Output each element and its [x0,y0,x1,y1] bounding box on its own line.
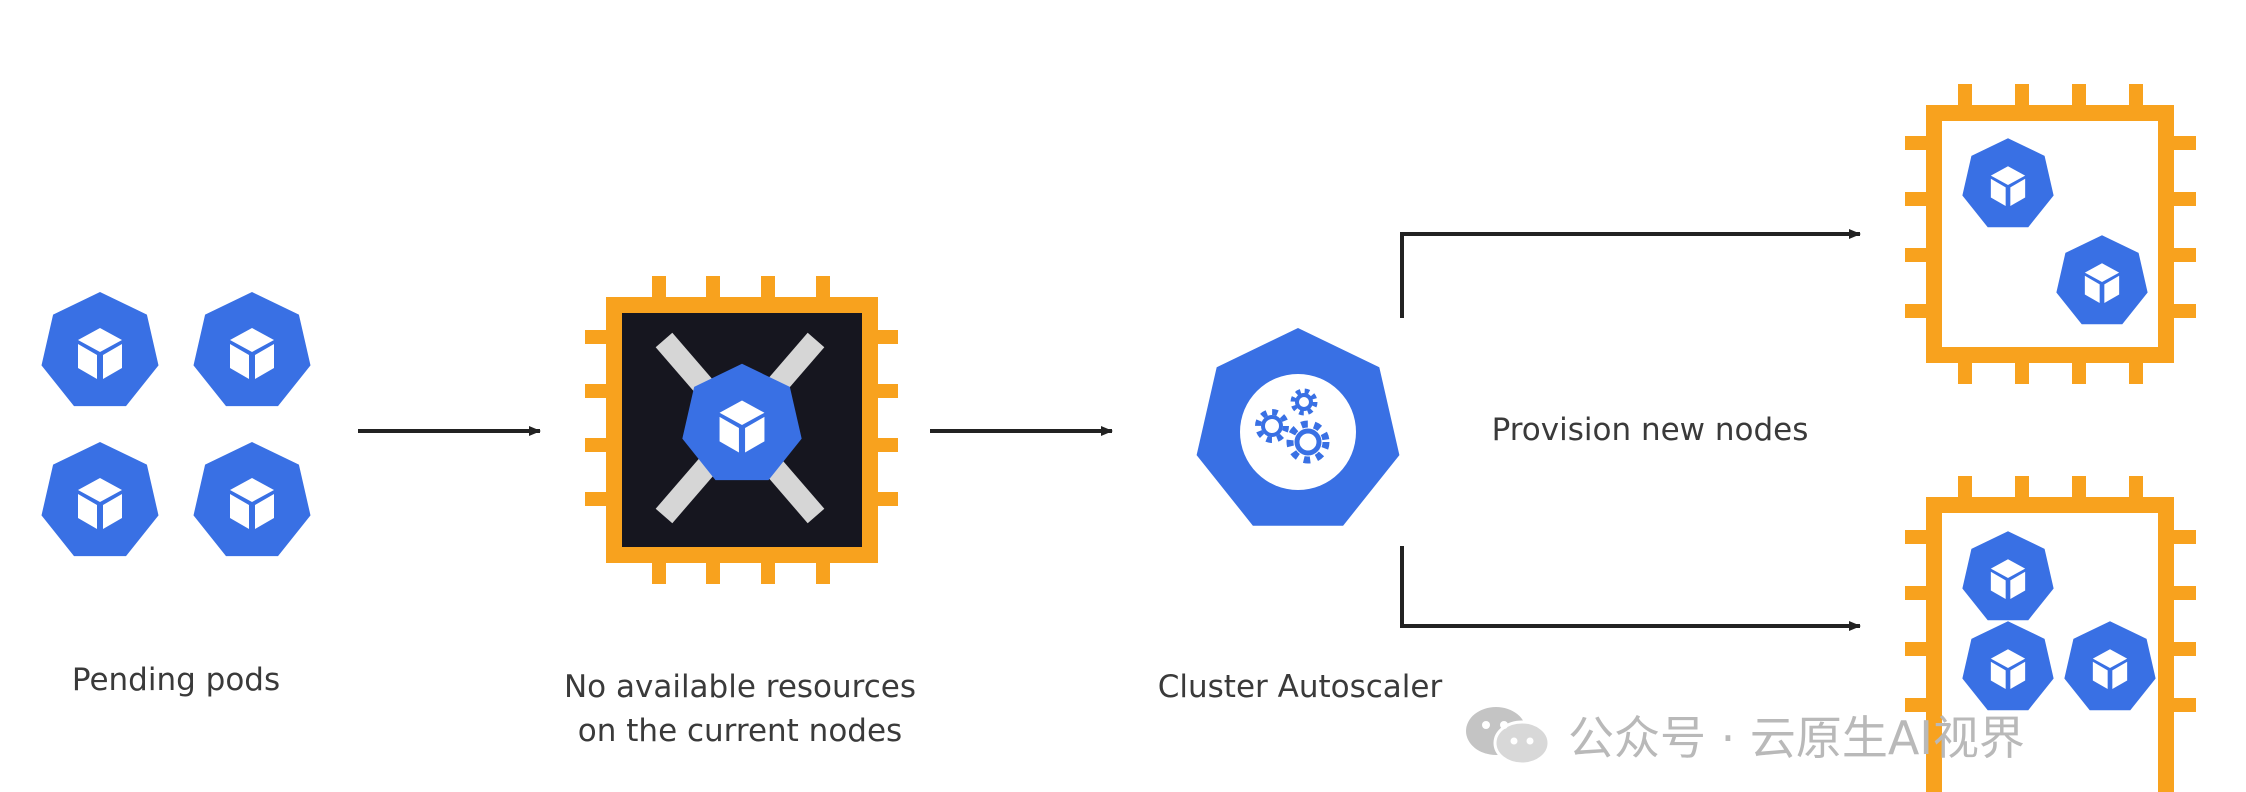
full-node-chip-icon [585,276,898,584]
watermark: 公众号 · 云原生AI视界 [1462,700,2025,770]
arrow-to-new-node-top [1400,229,1861,318]
provision-new-nodes-label: Provision new nodes [1491,412,1809,448]
watermark-text: 公众号 · 云原生AI视界 [1568,711,2025,765]
pod-icon [41,442,159,557]
pending-pods-label: Pending pods [71,662,281,698]
no-resources-label-line1: No available resources [563,669,917,705]
new-node-chip-icon [1905,84,2196,384]
cluster-autoscaler-icon [1196,328,1400,526]
pod-icon [193,442,311,557]
pod-icon [41,292,159,407]
cluster-autoscaler-label: Cluster Autoscaler [1157,669,1443,705]
pod-icon [193,292,311,407]
no-resources-label-line2: on the current nodes [577,713,903,749]
pending-pods-group [41,292,311,557]
gears-icon [1255,388,1330,464]
arrow-to-new-node-bottom [1400,546,1861,631]
wechat-icon [1466,707,1551,766]
new-node-chip-icon [1905,476,2196,792]
